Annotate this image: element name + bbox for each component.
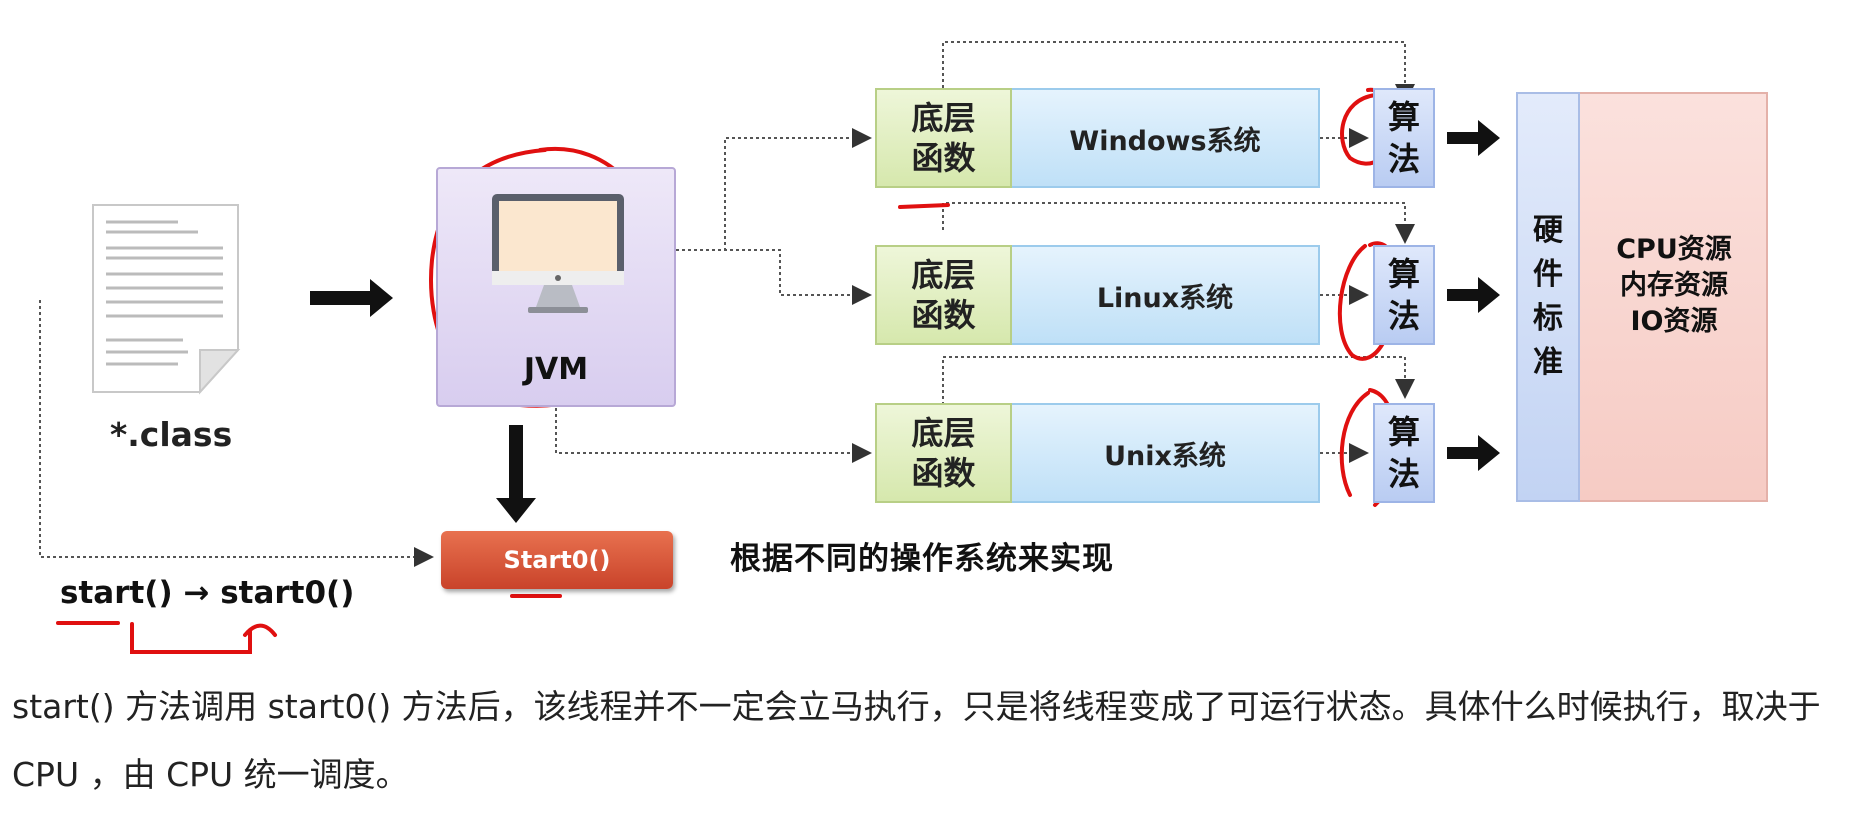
explanation-paragraph: start() 方法调用 start0() 方法后，该线程并不一定会立马执行，只… (12, 687, 1821, 794)
start0-box: Start0() (441, 531, 673, 589)
linux-top-loop (942, 202, 1415, 244)
algo1-to-hw-arrow (1447, 120, 1500, 156)
jvm-to-windows-line (676, 128, 872, 251)
jvm-to-unix-line (555, 408, 872, 463)
low-level-function-box: 底层 函数 (875, 403, 1012, 503)
algorithm-box: 算 法 (1373, 403, 1435, 503)
cpu-resource-label: CPU资源 (1616, 234, 1732, 265)
computer-monitor-icon (492, 194, 624, 313)
low-level-function-box: 底层 函数 (875, 245, 1012, 345)
resources-list: CPU资源 内存资源 IO资源 (1580, 232, 1768, 340)
linux-system-box: Linux系统 (1012, 245, 1320, 345)
windows-system-box: Windows系统 (1012, 88, 1320, 188)
algorithm-box: 算 法 (1373, 88, 1435, 188)
unix-top-loop (942, 356, 1415, 405)
jvm-down-arrow (496, 425, 536, 523)
io-resource-label: IO资源 (1630, 306, 1718, 337)
diagram-caption: 根据不同的操作系统来实现 (730, 541, 1114, 577)
class-file-label: *.class (110, 415, 233, 454)
call-sequence-label: start() → start0() (60, 575, 355, 611)
class-to-jvm-arrow (310, 279, 393, 317)
jvm-label: JVM (523, 352, 589, 387)
algorithm-box: 算 法 (1373, 245, 1435, 345)
unix-system-box: Unix系统 (1012, 403, 1320, 503)
dotted-loop-line (39, 300, 434, 567)
class-file-icon (92, 204, 241, 395)
memory-resource-label: 内存资源 (1620, 270, 1728, 301)
algo3-to-hw-arrow (1447, 435, 1500, 471)
windows-top-loop (942, 41, 1415, 104)
low-level-function-box: 底层 函数 (875, 88, 1012, 188)
jvm-to-linux-line (676, 249, 872, 305)
hardware-standard-box: 硬 件 标 准 (1516, 92, 1580, 502)
resources-box (1580, 92, 1768, 502)
algo2-to-hw-arrow (1447, 277, 1500, 313)
